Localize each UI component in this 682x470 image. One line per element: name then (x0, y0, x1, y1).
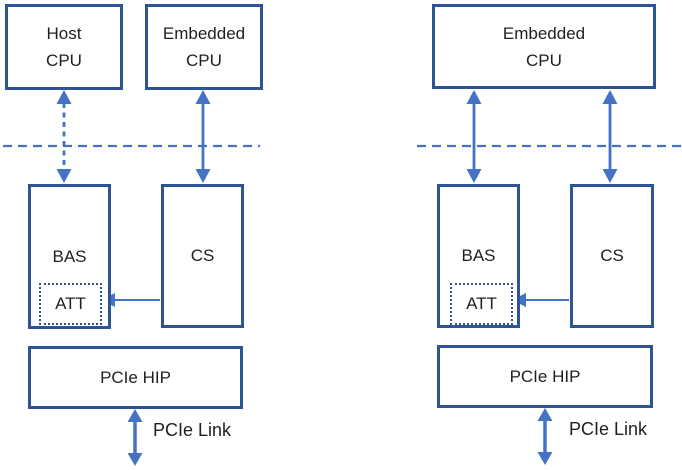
att-label: ATT (55, 294, 86, 313)
embedded-cpu-label: Embedded CPU (162, 24, 246, 70)
cs-box-left: CS (161, 184, 244, 328)
pcie-link-label-right: PCIe Link (569, 419, 648, 439)
bas-label: BAS (52, 246, 87, 266)
pcie-hip-label: PCIe HIP (509, 366, 581, 386)
cs-label: CS (190, 246, 215, 265)
att-box-left: ATT (39, 283, 102, 325)
host-cpu-label: Host CPU (46, 24, 82, 70)
bas-box-right: BAS ATT (437, 184, 520, 328)
embedded-cpu-box-right: Embedded CPU (432, 4, 656, 89)
att-label: ATT (466, 294, 497, 313)
att-box-right: ATT (450, 283, 513, 325)
pcie-hip-label: PCIe HIP (100, 367, 171, 387)
bas-box-left: BAS ATT (28, 184, 111, 329)
pcie-link-label-left: PCIe Link (153, 420, 232, 440)
pcie-hip-box-left: PCIe HIP (28, 346, 243, 409)
embedded-cpu-box-left: Embedded CPU (145, 4, 263, 90)
embedded-cpu-label: Embedded CPU (502, 23, 586, 70)
pcie-hip-box-right: PCIe HIP (437, 345, 653, 408)
host-cpu-box: Host CPU (5, 4, 123, 90)
cs-box-right: CS (570, 184, 654, 328)
cs-label: CS (600, 246, 624, 265)
bas-label: BAS (461, 246, 496, 265)
